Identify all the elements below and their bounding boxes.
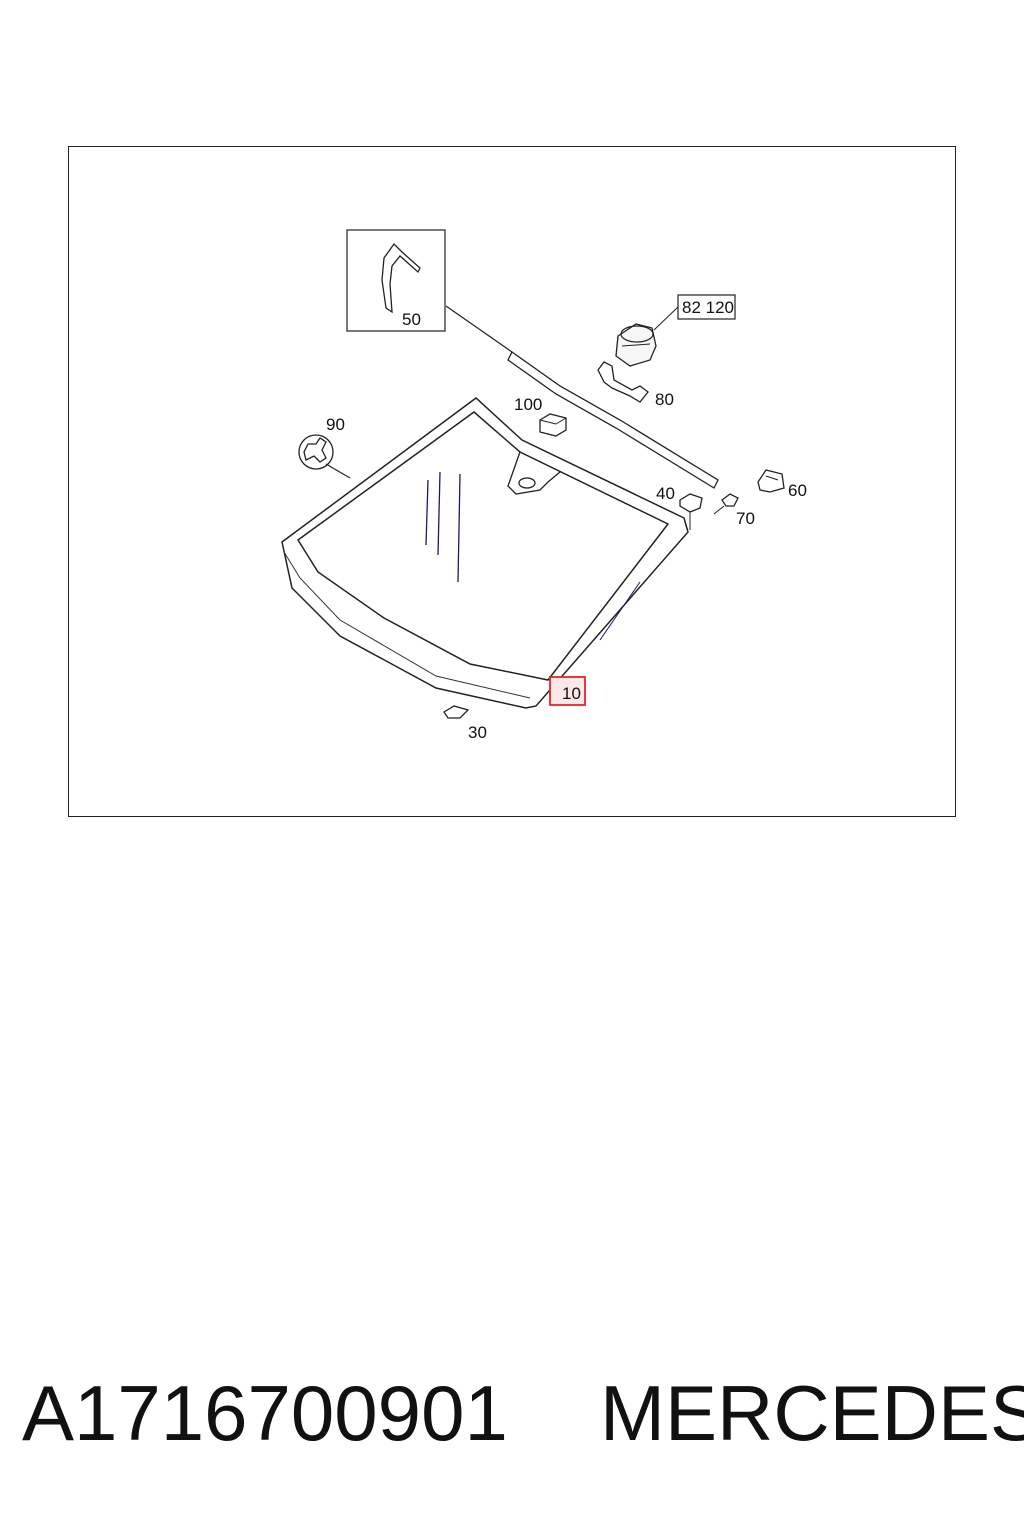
windshield-lower-lip	[283, 551, 531, 699]
holder-clip-icon	[757, 469, 785, 493]
rain-sensor-detail	[621, 343, 651, 347]
callout-50: 50	[402, 310, 421, 329]
callout-30: 30	[468, 723, 487, 742]
part-number: A1716700901	[22, 1369, 508, 1457]
mirror-mount-tab	[507, 451, 561, 495]
callout-82-120: 82 120	[682, 298, 734, 317]
callout-40: 40	[656, 484, 675, 503]
sensor-bracket-icon	[597, 361, 649, 403]
windshield-inner-edge	[296, 411, 670, 681]
retaining-clip-icon	[679, 493, 703, 513]
callout-80: 80	[655, 390, 674, 409]
side-trim-molding-icon	[381, 242, 421, 314]
callout-10-highlight	[549, 676, 586, 706]
wrench-icon	[303, 437, 327, 463]
mirror-mount-hole	[518, 477, 536, 489]
holder-clip-detail	[765, 475, 779, 481]
diagram-frame	[68, 146, 956, 817]
glass-reflection-line	[599, 581, 641, 641]
brand-name: MERCEDES	[600, 1369, 1024, 1457]
glass-reflection-line	[457, 473, 461, 583]
callout-10: 10	[562, 684, 581, 703]
spacer-block-icon	[443, 705, 470, 719]
leader-line	[713, 505, 725, 515]
glass-reflection-line	[437, 471, 441, 556]
callout-60: 60	[788, 481, 807, 500]
leader-line	[653, 306, 679, 331]
adhesive-pad-icon	[539, 413, 567, 437]
footer-caption: A1716700901 MERCEDES	[22, 1368, 1024, 1468]
callout-90: 90	[326, 415, 345, 434]
callout-100: 100	[514, 395, 542, 414]
glass-reflection-line	[425, 479, 429, 546]
leader-line	[445, 305, 513, 353]
adhesive-pad-edge	[539, 419, 557, 425]
push-pin-icon	[721, 493, 739, 507]
adhesive-pad-edge	[555, 417, 567, 425]
leader-line	[325, 463, 351, 479]
windshield-outer-edge	[281, 397, 689, 709]
rain-sensor-top	[620, 325, 654, 343]
top-seal-strip	[507, 351, 719, 489]
callout-70: 70	[736, 509, 755, 528]
